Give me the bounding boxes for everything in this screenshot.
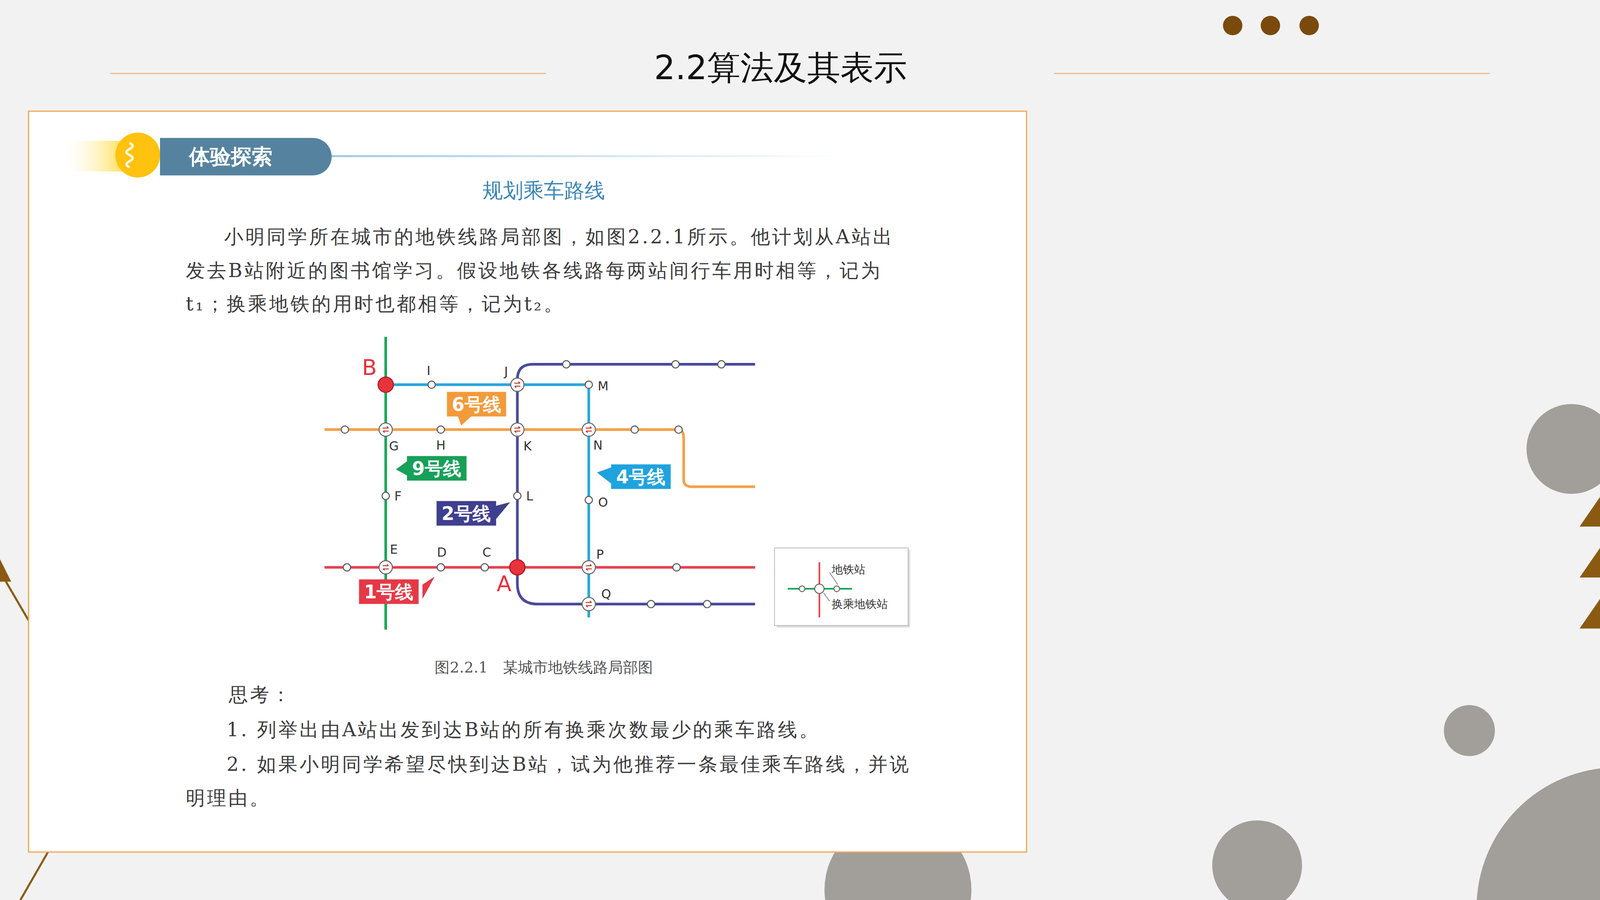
station-letter: L — [526, 488, 534, 504]
line-tag: 2号线 — [436, 500, 497, 526]
question-text: 1. 列举出由A站出发到达B站的所有换乘次数最少的乘车路线。 — [185, 712, 913, 747]
legend-text: 地铁站 — [831, 562, 866, 578]
question-text: 2. 如果小明同学希望尽快到达B站，试为他推荐一条最佳乘车路线，并说明理由。 — [185, 747, 913, 815]
tag-text: 9号线 — [412, 457, 462, 480]
body-paragraph: 小明同学所在城市的地铁线路局部图，如图2.2.1所示。他计划从A站出发去B站附近… — [185, 220, 913, 321]
slide-title: 2.2算法及其表示 — [654, 45, 908, 91]
tag-text: 6号线 — [451, 393, 502, 415]
line-tag: 6号线 — [446, 391, 507, 417]
tag-text: 2号线 — [441, 502, 492, 524]
line-tag: 9号线 — [407, 456, 467, 481]
section-badge: 体验探索 — [160, 137, 332, 176]
legend-text: 换乘地铁站 — [831, 596, 888, 612]
terminal-station — [377, 377, 525, 575]
metro-lines — [324, 336, 755, 630]
line-tag: 4号线 — [611, 464, 671, 489]
station-letter: H — [436, 437, 446, 453]
station-letter: A — [496, 571, 512, 597]
page-panel — [28, 111, 1027, 853]
station-letter: B — [362, 355, 378, 380]
tag-pointer — [395, 414, 612, 599]
station-letter: K — [523, 438, 532, 454]
station-letter: C — [482, 544, 492, 560]
section-heading: 规划乘车路线 — [482, 177, 605, 205]
badge-icon — [126, 142, 133, 168]
badge-icon — [115, 132, 161, 178]
metro-station — [341, 360, 725, 608]
badge-text: 体验探索 — [189, 144, 273, 169]
station-letter: N — [593, 437, 603, 453]
figure-caption: 图2.2.1 某城市地铁线路局部图 — [434, 657, 653, 678]
station-letter: M — [597, 378, 609, 393]
legend-box — [774, 547, 909, 626]
station-letter: E — [390, 541, 398, 557]
station-letter: J — [504, 364, 508, 379]
station-letter: Q — [601, 586, 612, 602]
tag-text: 1号线 — [364, 581, 414, 603]
line-tag: 1号线 — [359, 579, 419, 605]
station-letter: G — [389, 438, 399, 454]
badge-rule — [331, 155, 848, 158]
station-letter: P — [596, 546, 604, 562]
station-letter: I — [426, 362, 431, 378]
tag-text: 4号线 — [616, 465, 666, 488]
transfer-station — [379, 377, 596, 611]
station-letter: D — [437, 544, 447, 560]
think-heading: 思考： — [228, 677, 293, 712]
station-letter: F — [394, 488, 402, 504]
station-letter: O — [598, 494, 609, 510]
